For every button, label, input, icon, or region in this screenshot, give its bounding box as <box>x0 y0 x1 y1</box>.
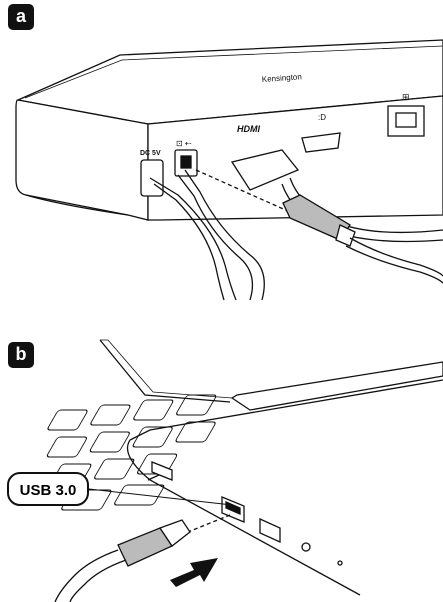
step-b-badge: b <box>8 342 34 368</box>
step-a-badge: a <box>8 4 34 30</box>
usb-a-cable <box>54 514 231 602</box>
displayport-icon: :D <box>318 113 326 122</box>
dc-port-label: DC 5V <box>140 150 161 157</box>
hdmi-port-label: HDMI <box>237 124 260 134</box>
docking-station: Kensington DC 5V HDMI :D ⊞ ⊡ ⇠ <box>15 39 443 221</box>
usb-port-icon: ⊡ ⇠ <box>176 139 192 148</box>
usb-3-callout: USB 3.0 <box>7 472 89 506</box>
dock-cables <box>149 169 443 301</box>
ethernet-icon: ⊞ <box>402 92 410 102</box>
dock-brand-text: Kensington <box>262 72 303 84</box>
laptop <box>46 339 443 596</box>
insert-arrow-icon <box>170 558 218 587</box>
usb-callout-line <box>88 488 233 506</box>
